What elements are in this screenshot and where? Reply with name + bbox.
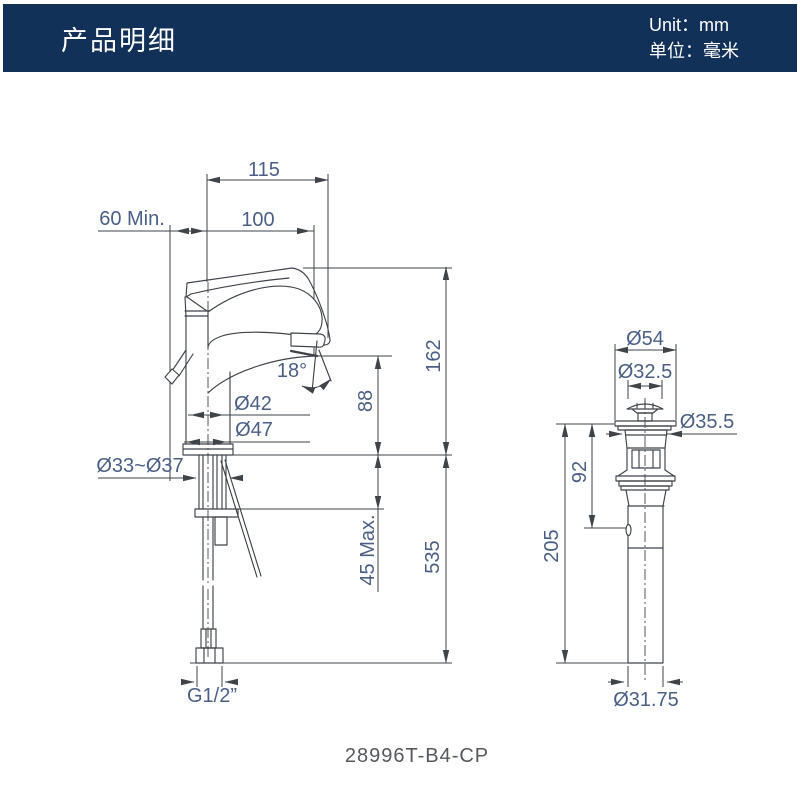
- unit-note: Unit：mm 单位：毫米: [649, 12, 739, 64]
- drain-drawing: [614, 398, 677, 682]
- faucet-dimension-labels: 115 100 60 Min. 18° Ø42 Ø47 Ø33~Ø37 88 1…: [96, 159, 445, 707]
- dim-overflow-depth: 92: [569, 461, 591, 483]
- page-title: 产品明细: [61, 25, 177, 56]
- dim-total-length: 205: [541, 529, 563, 562]
- dim-tube-diameter: Ø31.75: [613, 689, 679, 711]
- dim-cap-diameter: Ø32.5: [618, 361, 672, 383]
- unit-note-cn: 单位：毫米: [649, 41, 739, 61]
- dim-thread: G1/2”: [187, 685, 237, 707]
- faucet-drawing: [164, 174, 452, 664]
- dim-wall-clearance: 60 Min.: [99, 208, 165, 230]
- dim-flange-diameter: Ø54: [626, 328, 664, 350]
- faucet-dimension-lines: [98, 176, 450, 687]
- dim-deck-thickness: 45 Max.: [357, 514, 379, 585]
- drain-dimension-labels: Ø54 Ø32.5 Ø35.5 92 205 Ø31.75: [541, 328, 734, 711]
- dim-outlet-height: 88: [355, 390, 377, 412]
- dim-body-diameter: Ø42: [234, 393, 272, 415]
- dim-hole-diameter: Ø33~Ø37: [96, 455, 183, 477]
- header-bar: 产品明细 Unit：mm 单位：毫米: [3, 4, 797, 72]
- dim-spout-reach: 100: [241, 209, 274, 231]
- model-number: 28996T-B4-CP: [345, 745, 489, 767]
- dim-supply-length: 535: [422, 540, 444, 573]
- dim-overall-reach: 115: [248, 159, 280, 181]
- dim-height-above-deck: 162: [423, 339, 445, 372]
- unit-note-en: Unit：mm: [649, 14, 729, 35]
- drain-dimension-lines: [556, 344, 737, 687]
- dim-base-diameter: Ø47: [235, 419, 273, 441]
- dim-outlet-angle: 18°: [277, 360, 307, 382]
- dim-drain-body-diameter: Ø35.5: [680, 411, 734, 433]
